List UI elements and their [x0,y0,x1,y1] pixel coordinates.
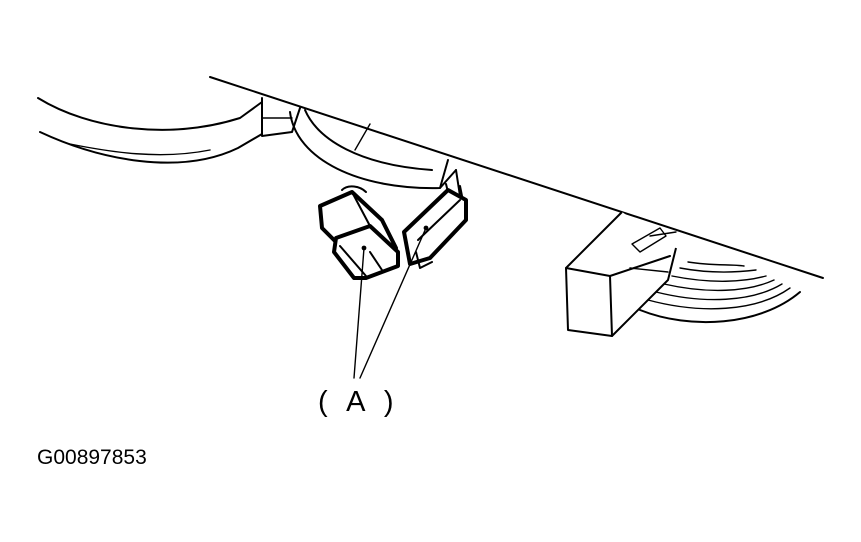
coiled-harness [639,261,801,324]
leader-dot-right [423,225,429,231]
callout-leaders [353,225,429,379]
callout-label-a: ( A ) [318,386,400,418]
round-housing [289,109,461,197]
panel-edge [209,76,824,279]
leader-dot-left [361,245,367,251]
wiring-harness [37,97,301,164]
connector-left [318,190,400,280]
figure-id: G00897853 [37,446,147,469]
mounting-bracket [565,211,677,337]
